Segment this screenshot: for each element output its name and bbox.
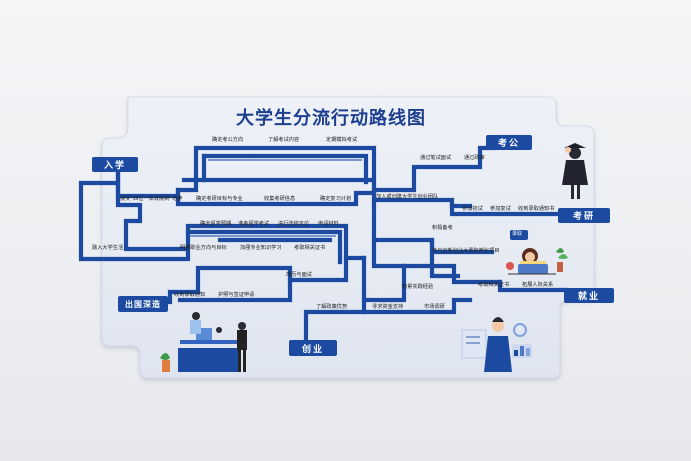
label-get-cert2: 考取相关证书 [478, 282, 510, 288]
reading-girl-illustration [506, 230, 568, 275]
business-man-illustration [461, 317, 532, 372]
label-join-contest: 参与创新创业大赛和孵化项目 [432, 248, 500, 254]
node-exam-public: 考公 [486, 135, 532, 150]
label-apply-docs: 申请材料 [318, 221, 339, 227]
label-market-research: 市场调研 [424, 304, 445, 310]
label-strengthen-skill: 加强专业知识学习 [240, 245, 282, 251]
label-set-goal: 确定考研目标与专业 [196, 196, 243, 202]
office-illustration [160, 312, 247, 372]
label-collect-info: 收集考研信息 [264, 196, 296, 202]
label-get-cert: 考取相关证书 [294, 245, 326, 251]
label-accept-training: 接受“四位一体双院制”培养 [120, 196, 183, 202]
label-choose-abroad: 确定留学预期 [200, 221, 232, 227]
label-accumulate-exp: 积累实践经验 [402, 284, 434, 290]
route-lines [78, 145, 569, 343]
label-regular-mock: 定期模拟考试 [326, 137, 358, 143]
label-learn-content: 了解考试内容 [268, 137, 300, 143]
label-receive-notice: 收到录取通知书 [518, 206, 555, 212]
node-exam-grad: 考研 [558, 208, 610, 223]
node-employment: 就业 [564, 288, 614, 303]
label-passport-visa: 护照与签证申请 [218, 292, 255, 298]
label-plan-exam: 确定考公方向 [212, 137, 244, 143]
label-pass-review: 通过政审 [464, 155, 485, 161]
label-clear-career: 明确职业方向与目标 [180, 245, 227, 251]
label-select-school: 进行选校定位 [278, 221, 310, 227]
admission-badge: 录取 [512, 231, 523, 237]
label-join-retest: 参加复试 [490, 206, 511, 212]
label-pass-written: 通过笔试面试 [420, 155, 452, 161]
diagram-title: 大学生分流行动路线图 [236, 108, 426, 129]
label-expand-network: 拓展人际关系 [522, 282, 554, 288]
label-prep-exam: 准备留学考试 [238, 221, 270, 227]
graduate-illustration [562, 143, 588, 199]
label-join-written: 参加初试 [462, 206, 483, 212]
node-abroad: 出国深造 [118, 296, 168, 312]
label-seek-funding: 寻求资金支持 [372, 304, 404, 310]
label-get-admission: 收到录取通知 [174, 292, 206, 298]
label-adapt-life: 融入大学生活 [92, 245, 124, 251]
node-enroll: 入学 [92, 157, 138, 172]
label-review-plan: 确定复习计划 [320, 196, 352, 202]
node-startup: 创业 [289, 340, 337, 356]
route-guides [188, 159, 362, 237]
label-active-prep: 积极备考 [432, 225, 453, 231]
label-join-team: 加入或创建大学生创业团队 [376, 194, 439, 200]
label-resume-interview: 简历与面试 [286, 272, 312, 278]
label-learn-policy: 了解政策优势 [316, 304, 348, 310]
